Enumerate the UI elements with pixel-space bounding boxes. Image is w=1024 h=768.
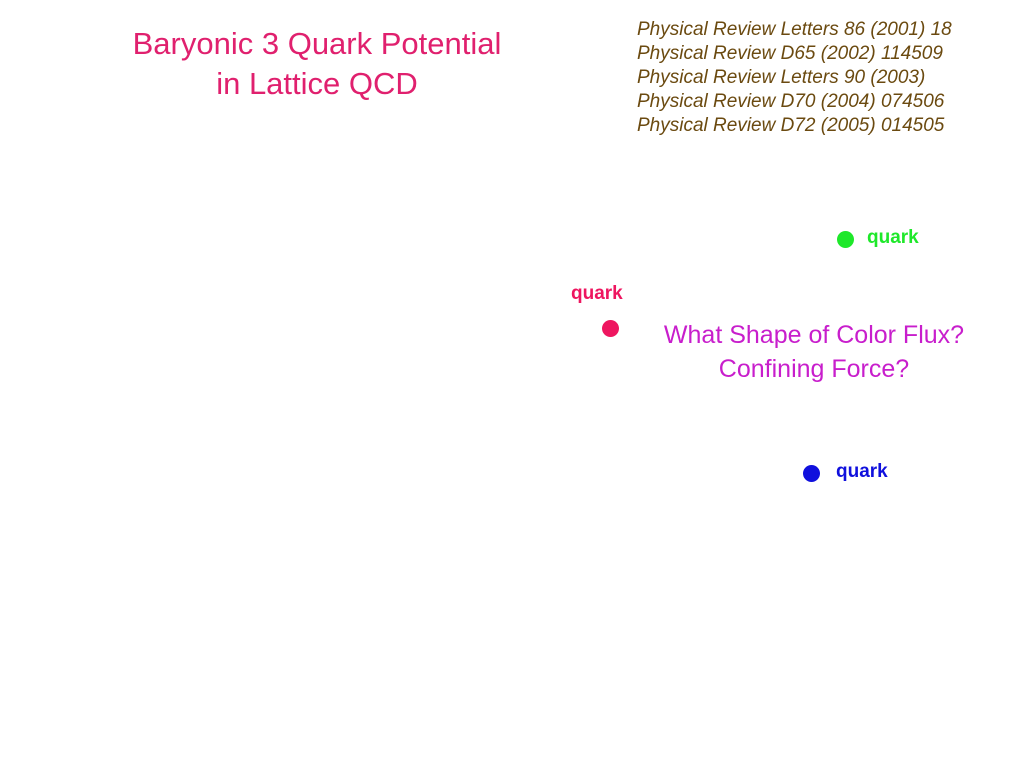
reference-item: Physical Review Letters 86 (2001) 18: [637, 19, 952, 40]
title-line-1: Baryonic 3 Quark Potential: [132, 26, 502, 61]
red-quark-label: quark: [571, 283, 623, 304]
green-quark-label: quark: [867, 227, 919, 248]
reference-item: Physical Review D65 (2002) 114509: [637, 43, 943, 64]
blue-quark-dot: [803, 465, 820, 482]
blue-quark-label: quark: [836, 461, 888, 482]
color-flux-question: What Shape of Color Flux? Confining Forc…: [636, 318, 992, 386]
reference-item: Physical Review Letters 90 (2003): [637, 67, 926, 88]
red-quark-dot: [602, 320, 619, 337]
title-line-2: in Lattice QCD: [216, 66, 418, 101]
green-quark-dot: [837, 231, 854, 248]
slide-title: Baryonic 3 Quark Potential in Lattice QC…: [90, 24, 544, 104]
reference-item: Physical Review D70 (2004) 074506: [637, 91, 945, 112]
reference-item: Physical Review D72 (2005) 014505: [637, 115, 945, 136]
reference-list: Physical Review Letters 86 (2001) 18 Phy…: [637, 18, 952, 138]
question-line-1: What Shape of Color Flux?: [663, 321, 965, 349]
question-line-2: Confining Force?: [718, 355, 910, 383]
